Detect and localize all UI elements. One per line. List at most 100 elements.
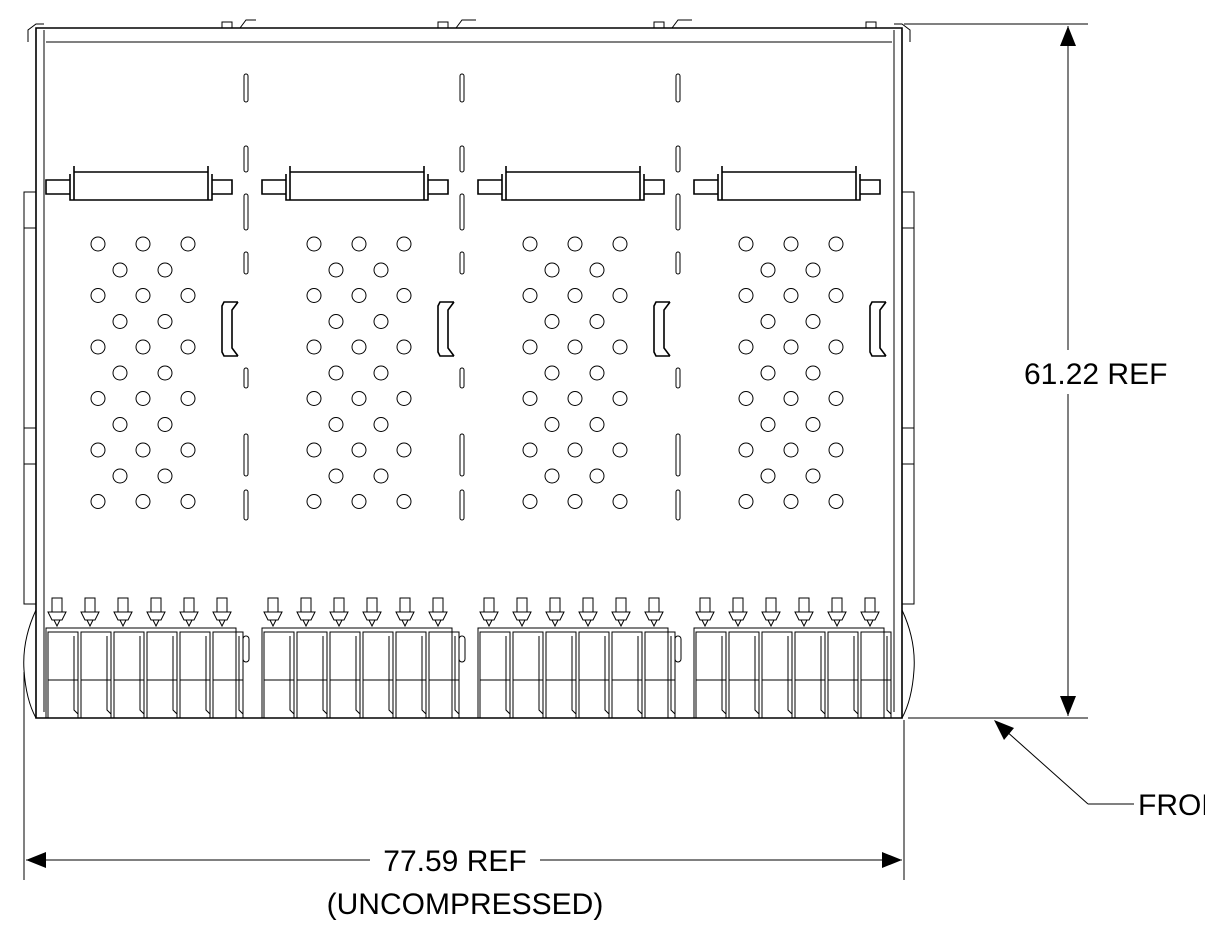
vent-hole [828,391,844,406]
vent-hole [157,262,173,278]
vent-hole [396,391,412,406]
vent-hole [783,339,799,355]
vent-hole [180,494,196,509]
vent-hole [351,339,367,355]
key-slot-edge [886,636,892,715]
height-dimension-label: 61.22 REF [1024,358,1167,391]
vent-hole [351,236,367,252]
contact-pin [512,597,532,628]
divider-slot [242,635,250,663]
port-2 [261,166,460,719]
vent-hole [180,339,196,355]
vent-hole [589,365,605,381]
divider-slot [675,251,681,275]
key-slot-edge [355,636,361,715]
contact-pin [47,597,67,628]
contact-pin [479,597,499,628]
vent-hole [589,468,605,484]
vent-hole [373,468,389,484]
vent-hole [90,236,106,252]
contact-pin [761,597,781,628]
vent-hole [544,314,560,329]
vent-hole [90,288,106,303]
port-group [45,166,892,719]
vent-hole [567,391,583,406]
vent-hole [396,339,412,355]
key-slot-edge [787,636,793,715]
vent-hole [306,442,322,458]
divider-slot [459,367,465,389]
vent-hole [180,288,196,303]
vent-hole [157,365,173,381]
vent-hole [612,236,628,252]
vent-hole [567,494,583,509]
vent-hole [306,339,322,355]
contact-pin [644,597,664,628]
height-dimension: 61.22 REF [904,23,1200,719]
vent-hole [373,365,389,381]
vent-hole [396,494,412,509]
key-slot-edge [205,636,211,715]
contact-row [45,597,244,719]
vent-holes [522,236,628,509]
port-1 [45,166,244,719]
vent-hole [567,339,583,355]
contact-pin [860,597,880,628]
vent-hole [112,468,128,484]
contact-pin [80,597,100,628]
vent-hole [157,468,173,484]
vent-hole [351,494,367,509]
vent-hole [112,314,128,329]
latch-bar [45,166,233,201]
contact-pin [827,597,847,628]
vent-hole [522,391,538,406]
vent-hole [805,262,821,278]
vent-holes [90,236,196,509]
vent-hole [306,391,322,406]
contact-pin [329,597,349,628]
front-callout: FRONT [994,720,1205,822]
vent-hole [738,288,754,303]
contact-row [477,597,676,719]
vent-hole [544,468,560,484]
contact-pin [362,597,382,628]
vent-hole [135,339,151,355]
arrowhead-down [1060,696,1076,716]
vent-hole [306,236,322,252]
key-slot-edge [853,636,859,715]
spring-clip [653,301,671,357]
arrowhead-up [1060,26,1076,46]
vent-hole [805,365,821,381]
vent-hole [328,417,344,432]
vent-hole [306,288,322,303]
contact-pin [296,597,316,628]
contact-row [261,597,460,719]
key-slot-edge [289,636,295,715]
vent-hole [828,494,844,509]
vent-hole [328,262,344,278]
vent-hole [522,494,538,509]
divider-slot [675,145,681,173]
vent-hole [544,365,560,381]
divider-slot [674,635,682,663]
divider-slot [675,193,681,231]
vent-hole [328,468,344,484]
key-slot-edge [421,636,427,715]
key-slot-edge [322,636,328,715]
vent-hole [90,339,106,355]
vent-hole [567,442,583,458]
vent-hole [90,494,106,509]
vent-hole [135,494,151,509]
key-slot-edge [820,636,826,715]
width-dimension-label: 77.59 REF [383,845,526,878]
vent-hole [738,391,754,406]
divider-slot [459,433,465,477]
divider-slot [459,145,465,173]
vent-hole [738,339,754,355]
divider-slot [243,73,249,103]
vent-hole [112,365,128,381]
vent-hole [351,442,367,458]
arrowhead-right [882,852,902,868]
contact-pin [578,597,598,628]
vent-hole [738,494,754,509]
